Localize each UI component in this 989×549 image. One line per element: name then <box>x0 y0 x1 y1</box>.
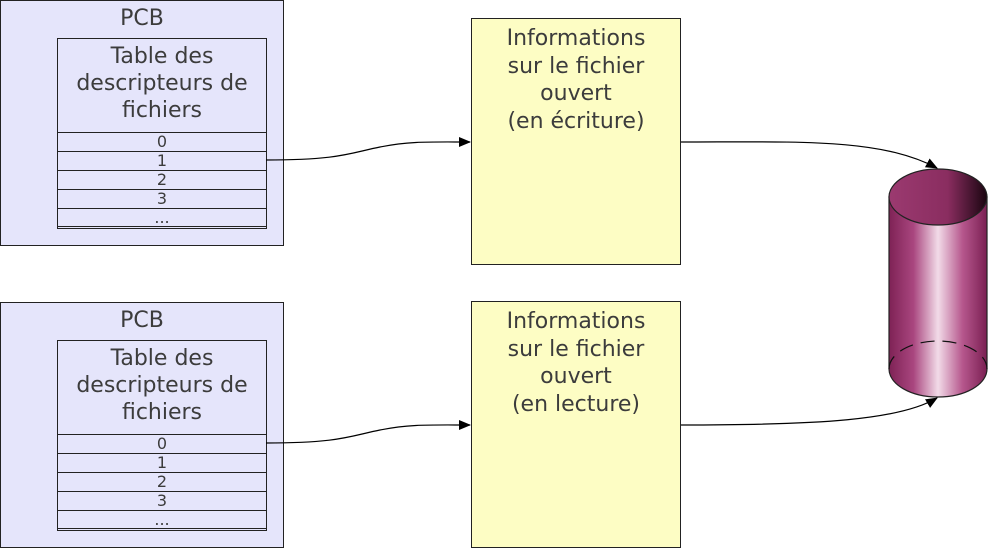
pcb-label: PCB <box>120 308 164 333</box>
fd-row: 2 <box>57 170 267 189</box>
fd-table-title: Table des descripteurs de fichiers <box>58 345 266 426</box>
fd-row: ... <box>57 510 267 529</box>
open-file-info-box: Informations sur le fichier ouvert (en l… <box>471 301 681 548</box>
fd-row: ... <box>57 208 267 227</box>
info-line: Informations <box>506 26 646 51</box>
open-file-info-box: Informations sur le fichier ouvert (en é… <box>471 18 681 265</box>
file-descriptor-table: Table des descripteurs de fichiers 0 1 2… <box>57 340 267 531</box>
fd-row: 2 <box>57 472 267 491</box>
fd-row: 1 <box>57 453 267 472</box>
fd-row: 3 <box>57 491 267 510</box>
fd-table-title-line: Table des <box>110 346 214 371</box>
file-descriptor-table: Table des descripteurs de fichiers 0 1 2… <box>57 38 267 229</box>
fd-table-title: Table des descripteurs de fichiers <box>58 43 266 124</box>
info-line: ouvert <box>540 81 612 106</box>
fd-table-title-line: descripteurs de <box>76 71 248 96</box>
info-line: (en lecture) <box>511 391 641 417</box>
info-line: sur le fichier <box>507 336 645 362</box>
pcb-label: PCB <box>120 6 164 31</box>
connector-fd0-to-read-info <box>265 419 471 444</box>
info-line: Informations <box>506 309 646 334</box>
info-line: sur le fichier <box>507 53 645 79</box>
connector-write-info-to-disk <box>680 141 938 169</box>
fd-table-title-line: descripteurs de <box>76 373 248 398</box>
disk-cylinder <box>888 168 988 398</box>
fd-row: 3 <box>57 189 267 208</box>
fd-rows: 0 1 2 3 ... <box>57 132 267 229</box>
pcb-box: PCB Table des descripteurs de fichiers 0… <box>0 302 284 548</box>
connector-read-info-to-disk <box>680 397 938 426</box>
pcb-box: PCB Table des descripteurs de fichiers 0… <box>0 0 284 246</box>
fd-table-title-line: fichiers <box>121 98 203 123</box>
fd-rows: 0 1 2 3 ... <box>57 434 267 531</box>
fd-table-title-line: fichiers <box>121 400 203 425</box>
fd-row: 0 <box>57 434 267 453</box>
info-line: ouvert <box>540 364 612 389</box>
fd-table-title-line: Table des <box>110 44 214 69</box>
info-line: (en écriture) <box>507 108 645 134</box>
connector-fd1-to-write-info <box>265 136 471 161</box>
fd-row: 1 <box>57 151 267 170</box>
fd-row: 0 <box>57 132 267 151</box>
